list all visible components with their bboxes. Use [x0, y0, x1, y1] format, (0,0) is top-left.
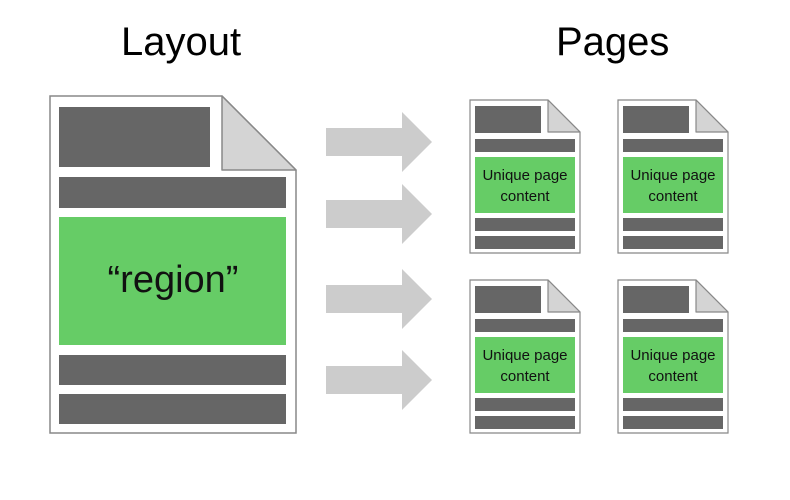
arrow-2 — [326, 184, 432, 244]
page-content-region — [623, 157, 723, 213]
page-footer-bar-1 — [475, 218, 575, 231]
layout-header-block — [59, 107, 210, 167]
page-content-line-1: Unique page — [630, 347, 715, 364]
arrow-4 — [326, 350, 432, 410]
page-fold — [695, 99, 729, 133]
page-header-block — [623, 286, 689, 313]
page-header-block — [475, 286, 541, 313]
layout-region-label: “region” — [108, 259, 239, 301]
page-content-region — [623, 337, 723, 393]
layout-footer-bar-2 — [59, 394, 286, 424]
page-footer-bar-1 — [475, 398, 575, 411]
page-footer-bar-1 — [623, 398, 723, 411]
page-thumbnail-2: Unique page content — [617, 99, 729, 254]
page-thumbnail-4: Unique page content — [617, 279, 729, 434]
page-content-line-2: content — [500, 368, 550, 385]
page-content-region — [475, 337, 575, 393]
page-nav-bar — [475, 139, 575, 152]
page-footer-bar-2 — [623, 416, 723, 429]
page-content-line-2: content — [648, 188, 698, 205]
arrow-1 — [326, 112, 432, 172]
page-content-line-2: content — [648, 368, 698, 385]
heading-pages: Pages — [556, 20, 670, 64]
page-header-block — [475, 106, 541, 133]
page-nav-bar — [623, 319, 723, 332]
page-content-region — [475, 157, 575, 213]
layout-page-fold — [221, 95, 297, 171]
page-content-line-1: Unique page — [482, 167, 567, 184]
arrows — [326, 112, 432, 410]
page-thumbnail-1: Unique page content — [469, 99, 581, 254]
page-content-line-2: content — [500, 188, 550, 205]
page-nav-bar — [623, 139, 723, 152]
page-header-block — [623, 106, 689, 133]
page-footer-bar-1 — [623, 218, 723, 231]
page-fold — [695, 279, 729, 313]
heading-layout: Layout — [121, 20, 242, 64]
layout-footer-bar-1 — [59, 355, 286, 385]
layout-region — [59, 217, 286, 345]
page-nav-bar — [475, 319, 575, 332]
layout-page: “region” — [49, 95, 297, 434]
page-content-line-1: Unique page — [630, 167, 715, 184]
page-thumbnail-3: Unique page content — [469, 279, 581, 434]
arrow-3 — [326, 269, 432, 329]
layout-nav-bar — [59, 177, 286, 208]
page-fold — [547, 279, 581, 313]
page-footer-bar-2 — [623, 236, 723, 249]
page-footer-bar-2 — [475, 416, 575, 429]
page-fold — [547, 99, 581, 133]
page-content-line-1: Unique page — [482, 347, 567, 364]
page-footer-bar-2 — [475, 236, 575, 249]
